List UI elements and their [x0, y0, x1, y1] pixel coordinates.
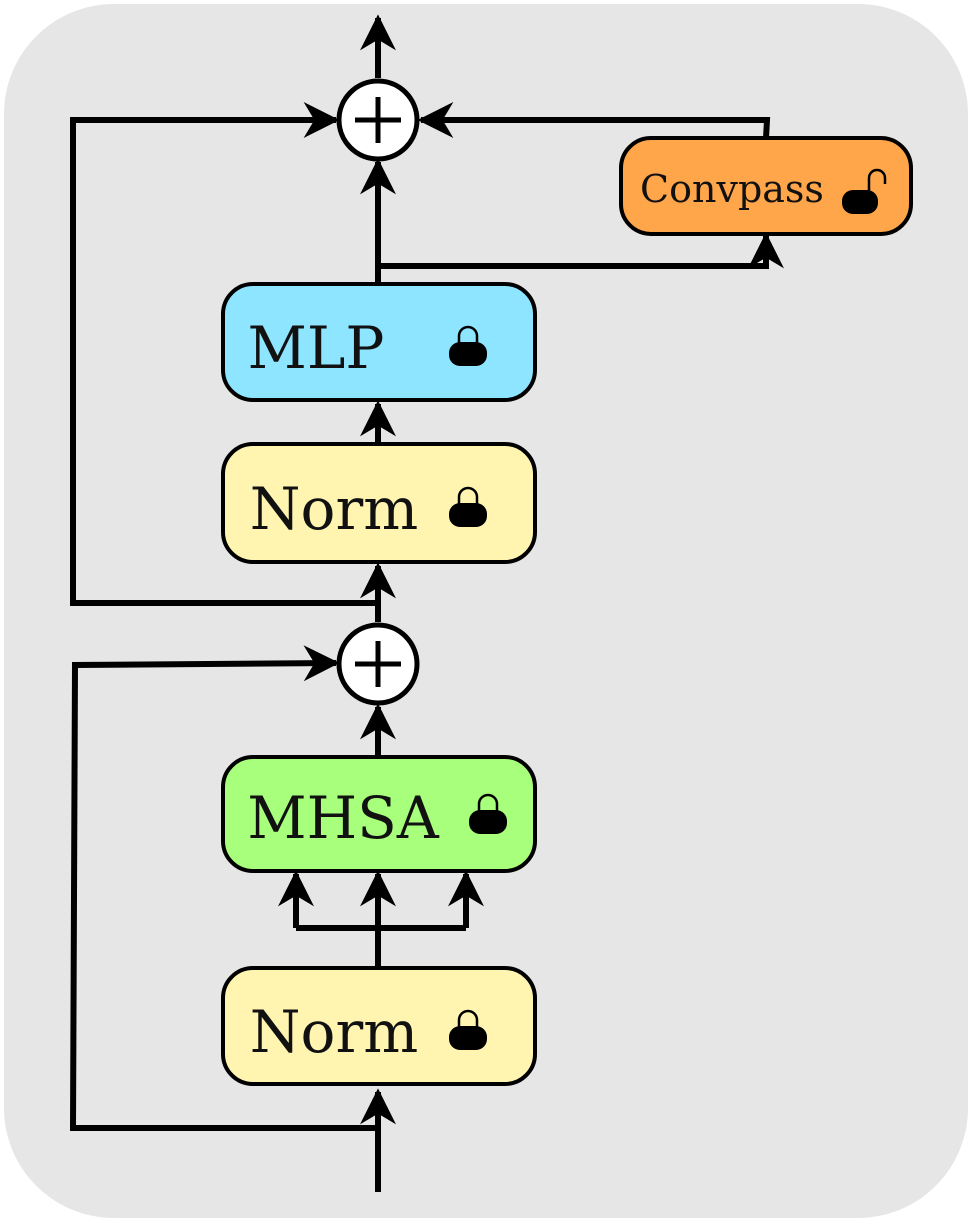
- convpass-to-add-arrow: [417, 102, 771, 139]
- norm-block-bottom: Norm: [221, 966, 537, 1086]
- residual-skip-bottom: [69, 645, 378, 1131]
- convpass-label: Convpass: [640, 167, 824, 211]
- norm-block-top: Norm: [221, 442, 537, 564]
- mhsa-label: MHSA: [247, 784, 440, 852]
- convpass-block: Convpass: [619, 136, 913, 236]
- add-operator-bottom: [336, 622, 420, 706]
- residual-skip-top: [70, 102, 378, 606]
- lock-icon: [449, 1009, 487, 1050]
- connections: [69, 14, 784, 1192]
- norm-top-label: Norm: [250, 475, 418, 543]
- lock-icon: [469, 793, 507, 834]
- mlp-label: MLP: [248, 314, 385, 382]
- mhsa-block: MHSA: [221, 755, 537, 873]
- mlp-block: MLP: [221, 282, 537, 402]
- mlp-to-convpass-arrow: [378, 232, 784, 269]
- unlock-icon: [842, 168, 887, 214]
- norm-bottom-label: Norm: [250, 998, 418, 1066]
- lock-icon: [449, 486, 487, 527]
- lock-icon: [449, 325, 487, 366]
- add-operator-top: [336, 78, 420, 162]
